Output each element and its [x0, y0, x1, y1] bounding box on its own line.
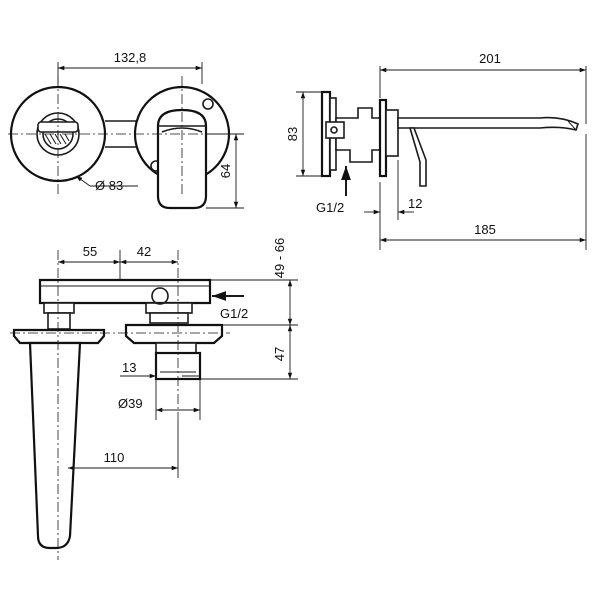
spout [397, 116, 579, 131]
plan-inlet-label: G1/2 [220, 306, 248, 321]
aerator-hatch-icon [44, 133, 70, 145]
plan-body [38, 278, 212, 305]
dim-rosette-diameter: Ø 83 [95, 178, 123, 193]
dim-spout-reach: 110 [104, 450, 125, 465]
dim-side-offset: 12 [408, 196, 422, 211]
dim-plan-dist-b: 42 [137, 244, 151, 259]
plan-spout [28, 341, 82, 550]
dim-top-width: 132,8 [114, 50, 147, 65]
side-view: 201 83 G1/2 12 185 [285, 51, 587, 250]
lever [408, 127, 427, 187]
dim-side-spout-length: 185 [474, 222, 496, 237]
plan-view: 55 42 49 - 66 G1/2 47 13 Ø39 110 [10, 238, 298, 560]
dim-body-height: 47 [272, 347, 287, 361]
dim-handle-height: 64 [218, 164, 233, 178]
dim-side-height: 83 [285, 127, 300, 141]
dim-body-diameter: Ø39 [118, 396, 143, 411]
dim-body-offset: 13 [122, 360, 136, 375]
handle [156, 108, 208, 210]
side-inlet-label: G1/2 [316, 200, 344, 215]
dim-side-total-length: 201 [479, 51, 501, 66]
dim-wall-depth: 49 - 66 [272, 238, 287, 278]
front-view: 132,8 64 Ø 83 [8, 50, 244, 210]
dim-plan-dist-a: 55 [83, 244, 97, 259]
